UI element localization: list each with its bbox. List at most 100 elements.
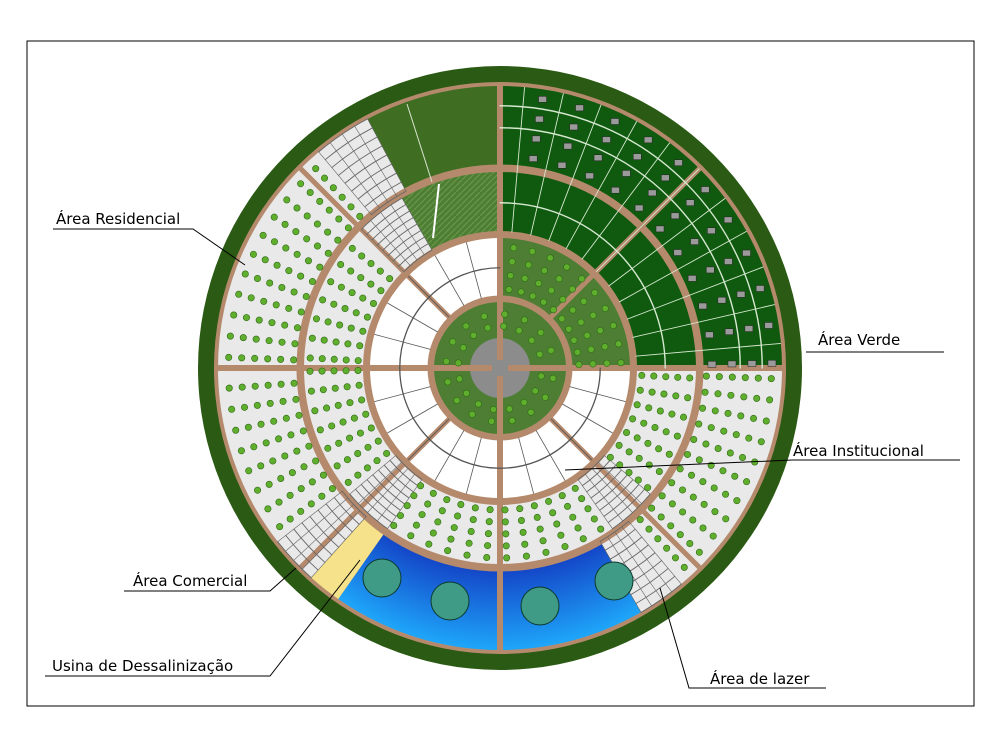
- label-usina: Usina de Dessalinização: [52, 657, 233, 675]
- tree-icon: [333, 462, 341, 470]
- tree-icon: [502, 542, 510, 550]
- plan-details: [225, 87, 781, 626]
- tree-icon: [658, 492, 666, 500]
- grid-arc: [376, 217, 414, 246]
- tree-icon: [429, 529, 437, 537]
- tree-icon: [337, 283, 345, 291]
- grid-arc: [389, 459, 419, 487]
- grid-arc: [351, 163, 393, 192]
- tree-icon: [444, 378, 452, 386]
- grid-arc: [640, 583, 682, 613]
- tree-icon: [287, 431, 295, 439]
- tree-icon: [306, 189, 314, 197]
- tree-icon: [319, 386, 327, 394]
- tree-icon: [645, 461, 653, 469]
- building-icon: [622, 170, 631, 177]
- tree-icon: [320, 336, 328, 344]
- tree-icon: [547, 346, 555, 354]
- tree-icon: [680, 563, 688, 571]
- tree-icon: [321, 174, 329, 182]
- tree-icon: [275, 435, 283, 443]
- building-icon: [532, 135, 541, 143]
- tree-icon: [468, 410, 476, 418]
- block-divider: [374, 386, 431, 403]
- tree-icon: [505, 286, 513, 294]
- tree-icon: [363, 313, 371, 321]
- tree-icon: [662, 373, 670, 381]
- tree-icon: [520, 398, 528, 406]
- tree-icon: [558, 492, 566, 500]
- label-area-institucional: Área Institucional: [793, 441, 924, 460]
- tree-icon: [356, 342, 364, 350]
- building-icon: [632, 153, 642, 160]
- tree-icon: [507, 272, 515, 280]
- building-icon: [767, 360, 777, 367]
- tree-icon: [575, 361, 583, 369]
- tree-icon: [640, 419, 648, 427]
- tree-icon: [690, 435, 698, 443]
- tree-icon: [341, 305, 349, 313]
- tree-icon: [672, 392, 680, 400]
- tree-icon: [291, 340, 299, 348]
- tree-icon: [679, 508, 687, 516]
- building-icon: [727, 360, 737, 368]
- tree-icon: [615, 441, 623, 449]
- building-icon: [736, 291, 746, 298]
- tree-icon: [689, 493, 697, 501]
- tree-icon: [739, 453, 747, 461]
- tree-icon: [308, 478, 316, 486]
- tree-icon: [462, 389, 470, 397]
- tree-icon: [501, 506, 509, 514]
- tree-icon: [283, 196, 291, 204]
- grid-arc: [581, 459, 611, 487]
- tree-icon: [442, 357, 450, 365]
- leader-lazer: [659, 587, 826, 689]
- building-icon: [674, 159, 683, 166]
- tree-icon: [537, 372, 545, 380]
- tree-icon: [277, 355, 285, 363]
- grid-block-se-middle-lines: [577, 454, 651, 530]
- building-icon: [724, 258, 733, 265]
- tree-icon: [596, 327, 604, 335]
- tree-icon: [471, 504, 479, 512]
- tree-icon: [667, 522, 675, 530]
- tree-icon: [579, 535, 587, 543]
- tree-icon: [329, 184, 337, 192]
- tree-icon: [500, 322, 508, 330]
- grid-arc: [364, 181, 402, 208]
- field-north-middle: [402, 172, 500, 251]
- parcel-divider: [618, 230, 747, 303]
- block-divider: [434, 255, 465, 306]
- tree-icon: [324, 318, 332, 326]
- tree-icon: [485, 518, 493, 526]
- tree-icon: [557, 531, 565, 539]
- tree-icon: [727, 391, 735, 399]
- tree-icon: [334, 401, 342, 409]
- tree-icon: [318, 492, 326, 500]
- tree-icon: [565, 325, 573, 333]
- tree-icon: [272, 301, 280, 309]
- tree-icon: [587, 345, 595, 353]
- leader-usina: [45, 559, 361, 677]
- tree-icon: [359, 294, 367, 302]
- tree-icon: [359, 327, 367, 335]
- parcel-divider: [626, 266, 764, 320]
- tree-icon: [674, 373, 682, 381]
- grid-arc: [599, 520, 630, 542]
- tree-icon: [265, 337, 273, 345]
- tree-icon: [418, 511, 426, 519]
- tree-icon: [650, 372, 658, 380]
- building-icon: [593, 154, 603, 161]
- tree-icon: [521, 540, 529, 548]
- tree-icon: [293, 250, 301, 258]
- grid-arc: [293, 528, 326, 563]
- tree-icon: [293, 204, 301, 212]
- tree-icon: [285, 267, 293, 275]
- tree-icon: [239, 334, 247, 342]
- tree-icon: [521, 316, 529, 324]
- tree-icon: [424, 500, 432, 508]
- tree-icon: [443, 496, 451, 504]
- tree-icon: [597, 525, 605, 533]
- tree-icon: [530, 502, 538, 510]
- tree-icon: [519, 528, 527, 536]
